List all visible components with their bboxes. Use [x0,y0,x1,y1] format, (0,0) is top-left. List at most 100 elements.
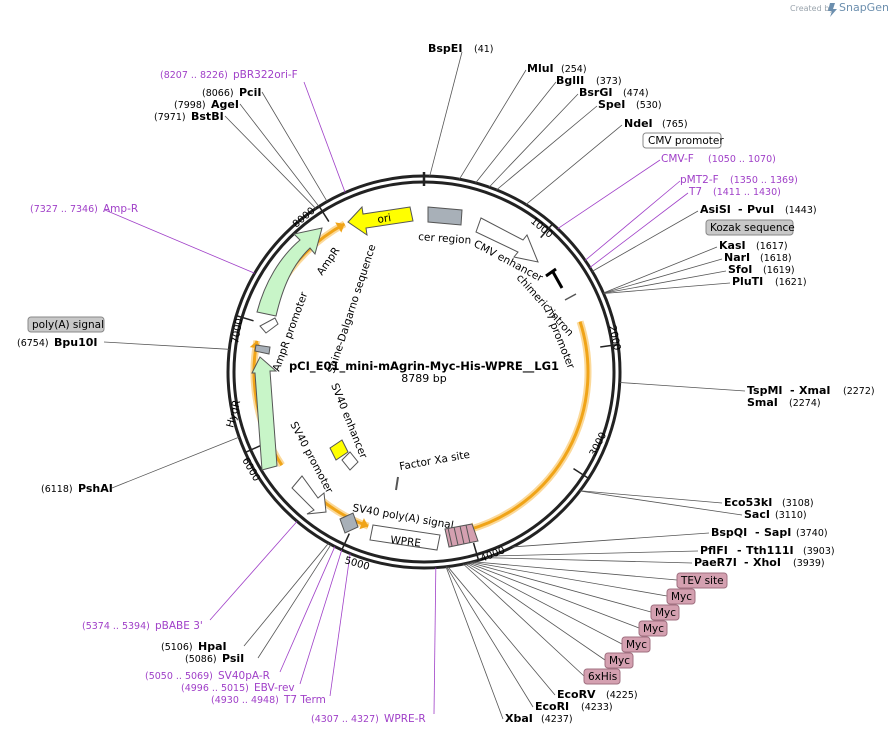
enzyme-spei[interactable]: SpeI [598,98,625,111]
enzyme-saci[interactable]: SacI [744,508,770,521]
chimeric-intron-label: chimeric intron [514,272,576,339]
myc-box-5[interactable] [604,652,634,669]
enzyme-ecorv[interactable]: EcoRV [557,688,596,701]
enzyme-pcii[interactable]: PciI [239,86,261,99]
chimeric-intron-feature[interactable] [545,267,564,289]
enzyme-hpai[interactable]: HpaI [198,640,227,653]
enzyme-pluti-pos: (1621) [775,277,807,288]
primer-pbr322ori[interactable]: pBR322ori-F [233,69,298,81]
sv40-polya-feature[interactable] [339,512,359,534]
enzyme-xhoi[interactable]: XhoI [753,556,781,569]
plasmid-name: pCI_E01_mini-mAgrin-Myc-His-WPRE__LG1 [289,359,559,374]
enzyme-pflfi[interactable]: PflFI [700,544,728,557]
site-line-9 [591,210,699,272]
cmv-promoter-box[interactable] [642,132,722,149]
site-line-2 [475,81,557,184]
primer-ampr[interactable]: Amp-R [103,203,138,215]
tick-2000: 2000 [606,324,622,351]
primer-pmt2f[interactable]: pMT2-F [680,174,719,186]
primer-pbr322ori-range: (8207 .. 8226) [160,70,228,81]
tag-block-feature[interactable] [444,523,479,548]
sv40-promoter-feature[interactable] [291,475,327,515]
hygr-feature[interactable] [251,356,278,471]
tev-site-label: TEV site [680,575,724,587]
enzyme-bspqi[interactable]: BspQI [711,526,747,539]
polya-signal-box[interactable] [27,316,105,333]
enzyme-tspmi[interactable]: TspMI [747,384,783,397]
enzyme-bspqi-sep: - [755,526,760,539]
enzyme-agei[interactable]: AgeI [211,98,239,111]
primer-ebvrev[interactable]: EBV-rev [254,682,295,694]
t7-promoter-feature[interactable] [564,293,577,301]
bpu10i-region-feature[interactable] [254,344,271,355]
enzyme-xmai[interactable]: XmaI [799,384,830,397]
site-line-3 [488,93,579,188]
sv40-enhancer-feature[interactable] [341,451,359,471]
myc-box-4[interactable] [621,636,651,653]
ampr-promoter-feature[interactable] [259,317,279,334]
enzyme-xbai[interactable]: XbaI [505,712,533,725]
primer-t7term[interactable]: T7 Term [283,694,326,706]
enzyme-ecori[interactable]: EcoRI [535,700,569,713]
primer-pbabe3[interactable]: pBABE 3' [155,620,203,632]
enzyme-bspei[interactable]: BspEI [428,42,462,55]
enzyme-bsrgi[interactable]: BsrGI [579,86,612,99]
enzyme-pvui[interactable]: PvuI [747,203,774,216]
enzyme-asisi[interactable]: AsiSI [700,203,731,216]
6xhis-box[interactable] [583,668,621,685]
enzyme-ndei-pos: (765) [662,119,688,130]
primer-pmt2f-range: (1350 .. 1369) [730,175,798,186]
enzyme-sfoi[interactable]: SfoI [728,263,752,276]
wpre-label: WPRE [390,534,422,550]
cmv-enhancer-feature[interactable] [475,217,539,263]
primer-cmvf-range: (1050 .. 1070) [708,154,776,165]
enzyme-saci-pos: (3110) [775,510,807,521]
ampr-feature[interactable] [256,227,323,317]
myc-box-1[interactable] [666,588,696,605]
enzyme-pshai[interactable]: PshAI [78,482,113,495]
enzyme-smai[interactable]: SmaI [747,396,778,409]
cmv-promoter-label: CMV promoter [648,135,724,147]
primer-t7[interactable]: T7 [688,186,702,198]
orf-arc-wpre-arrowhead [359,518,369,530]
site-lines [103,51,746,720]
enzyme-mlui[interactable]: MluI [527,62,554,75]
wpre-feature[interactable] [369,524,441,551]
site-line-35 [239,103,320,207]
factor-xa-feature[interactable] [395,476,399,491]
enzyme-kasi[interactable]: KasI [719,239,746,252]
enzyme-eco53ki[interactable]: Eco53kI [724,496,772,509]
enzyme-psii[interactable]: PsiI [222,652,244,665]
enzyme-eco53ki-pos: (3108) [782,498,814,509]
site-line-10 [603,246,718,294]
primer-sv40par[interactable]: SV40pA-R [218,670,270,682]
enzyme-ndei[interactable]: NdeI [624,117,653,130]
myc-box-2[interactable] [650,604,680,621]
enzyme-bpu10i[interactable]: Bpu10I [54,336,98,349]
tev-site-box[interactable] [676,572,728,589]
enzyme-nari[interactable]: NarI [724,251,750,264]
enzyme-sapi[interactable]: SapI [764,526,791,539]
cer-region-feature[interactable] [427,206,463,226]
orf-arc-main[interactable] [466,321,590,532]
enzyme-bstbi[interactable]: BstBI [191,110,224,123]
kozak-box[interactable] [705,219,794,236]
sv40-ori-feature[interactable] [329,439,349,461]
tick-7000: 7000 [230,318,245,345]
primer-wprer[interactable]: WPRE-R [384,713,426,725]
enzyme-pluti[interactable]: PluTI [732,275,763,288]
myc-label-3: Myc [643,623,664,635]
ori-feature[interactable] [347,205,414,237]
snapgene-brand: SnapGene [839,1,888,14]
primer-cmvf[interactable]: CMV-F [661,153,694,165]
site-line-7 [584,180,681,261]
enzyme-paer7i[interactable]: PaeR7I [694,556,737,569]
enzyme-bglii[interactable]: BglII [556,74,584,87]
site-line-33 [303,81,346,193]
tag-line-3 [468,562,640,629]
enzyme-xbai-pos: (4237) [541,714,573,725]
myc-box-3[interactable] [638,620,668,637]
primer-sv40par-range: (5050 .. 5069) [145,671,213,682]
enzyme-tth111i[interactable]: Tth111I [746,544,794,557]
